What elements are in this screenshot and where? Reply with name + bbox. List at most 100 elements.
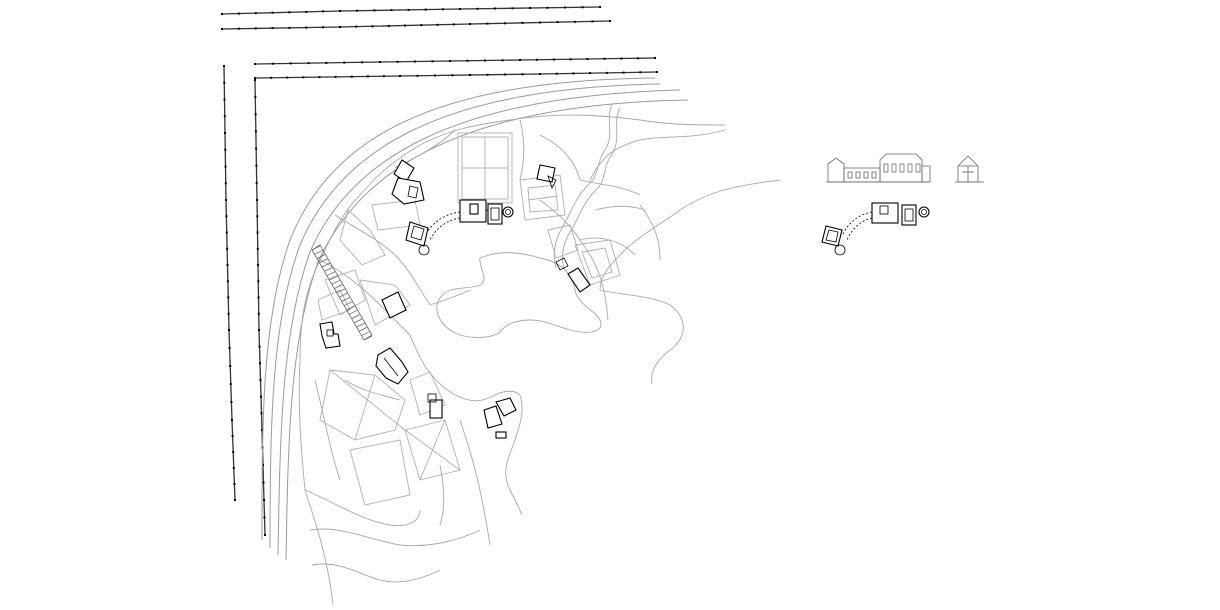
fence-post [288,11,291,14]
fence-post [237,27,240,30]
fence-post [574,20,576,23]
fence-post [223,65,225,67]
fence-post [260,395,262,398]
fence-post [232,467,235,469]
building-block-w [381,291,407,319]
lattice-bar [321,262,331,268]
fence-post [271,62,274,65]
fence-post [322,10,325,13]
fence-post [231,419,233,421]
fence-post [302,76,305,79]
fence-post [270,76,273,79]
fence-post [535,58,538,61]
fence-post [555,72,558,75]
fence-post [350,75,353,78]
fence-post [305,10,308,13]
lattice-walk [311,244,373,341]
fence-post [258,345,261,348]
fence-post [609,20,611,22]
fence-post [227,296,230,299]
fence-post [259,379,262,381]
fence-post [603,57,606,60]
lattice-bar [341,297,350,302]
fence-post [256,215,259,218]
fence-post [225,215,228,218]
fence-post [572,72,575,75]
fence-post [339,26,341,28]
fence-post [654,57,656,59]
fence-post [263,516,266,519]
fence-post [564,6,566,9]
fence-post [257,264,259,266]
fence-post [225,199,227,201]
fence-post [539,21,541,24]
fence-post [257,296,260,299]
fence-post [501,59,504,62]
fence-post [452,23,455,26]
fence-post [589,72,592,75]
elevation-window [907,163,913,173]
fence-post [390,9,393,12]
fence-post [262,464,264,466]
fence-post [387,24,390,27]
fence-post [226,247,229,250]
fence-post [466,59,469,62]
plan-detail [821,202,930,256]
fence-post [441,8,444,11]
lattice-bar [356,322,365,328]
lattice-bar [346,305,355,311]
fence-post [228,347,231,349]
fence-post [539,73,541,75]
fence-post [257,280,260,283]
lattice-bar [336,288,345,294]
fence-post [599,6,601,8]
fence-post [343,61,346,64]
fence-post [451,74,454,77]
fence-post [224,132,226,134]
fence-post [519,59,521,61]
lattice-bar [344,301,353,307]
fence-post [371,25,374,28]
fence-post [420,24,423,27]
fence-post [223,81,226,84]
creek [553,104,613,269]
fence-post [469,23,471,25]
building-house-w [319,321,341,349]
lattice-bar [361,331,370,337]
fence-post [476,7,479,10]
fence-post [237,12,240,15]
lattice-bar [329,275,338,281]
fence-post [230,401,233,403]
fence-post [254,27,257,30]
fence-post [264,534,266,536]
fence-post [288,26,291,29]
elevation-window [847,171,853,179]
elevation-view [826,153,931,183]
pond [436,252,602,338]
fence-post [637,57,640,60]
building-barn-e [555,257,591,293]
fence-post [233,483,236,485]
fence-post [379,61,381,63]
fence-post [229,383,232,385]
lattice-bar [314,249,323,255]
fence-post [334,75,337,78]
fence-post [271,27,274,30]
fence-post [229,365,232,367]
fence-post [221,28,223,30]
site-outline [298,114,726,606]
fence-post [225,231,228,234]
fence-post [521,73,524,76]
fence-post [224,182,227,185]
fence-post [255,164,258,167]
building-house-s [427,393,443,419]
fence-post [228,329,230,331]
buildings [319,159,591,439]
fence-post [591,20,594,23]
fence-post [484,59,486,62]
fence-post [254,113,257,116]
fence-post [325,61,328,64]
lattice-bar [311,245,321,251]
fence-post [504,22,506,25]
